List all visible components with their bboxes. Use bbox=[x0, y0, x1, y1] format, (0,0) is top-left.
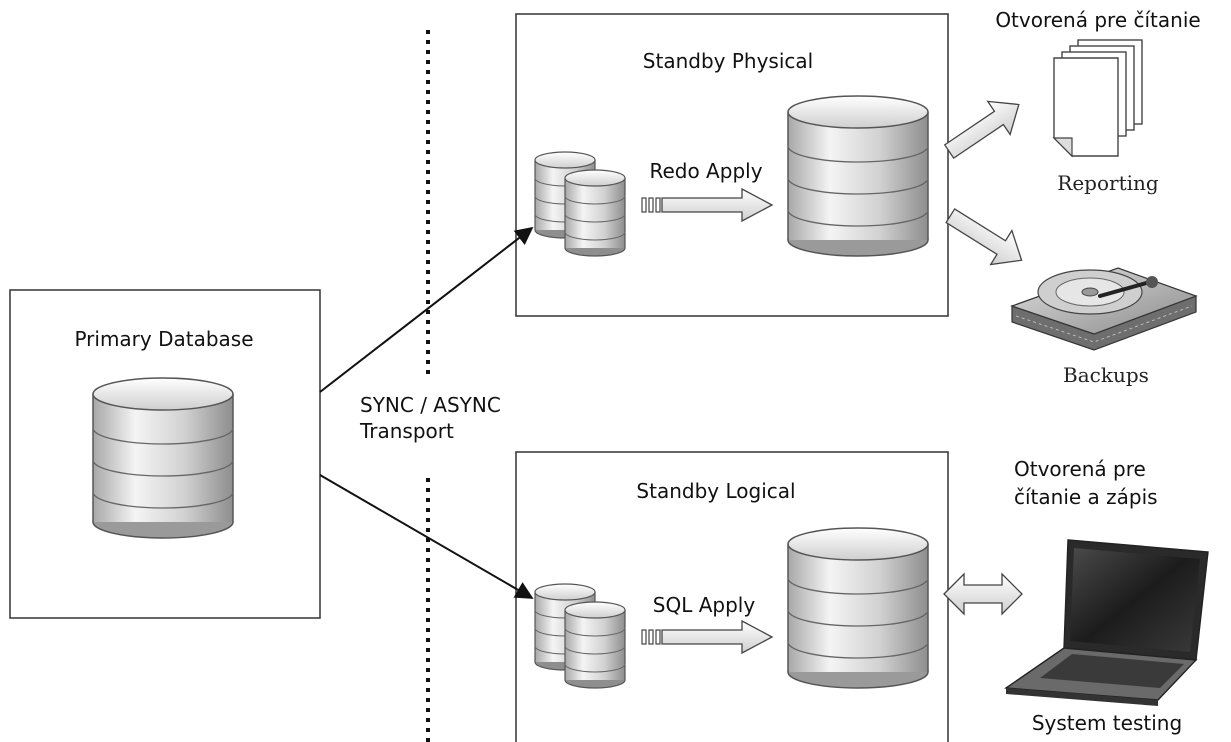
transport-label-line2: Transport bbox=[359, 419, 454, 443]
physical-redo-log-icon-2 bbox=[564, 169, 626, 257]
reporting-label: Reporting bbox=[1057, 171, 1159, 195]
arrow-to-reporting bbox=[943, 100, 1020, 160]
standby-logical-database-icon bbox=[787, 527, 929, 689]
transport-label-line1: SYNC / ASYNC bbox=[360, 393, 501, 417]
read-write-label-line1: Otvorená pre bbox=[1014, 457, 1146, 481]
arrow-to-backups bbox=[945, 208, 1023, 266]
system-testing-label: System testing bbox=[1032, 711, 1182, 735]
transport-arrow-logical bbox=[319, 474, 534, 599]
transport-arrow-physical bbox=[319, 226, 534, 393]
laptop-icon bbox=[1003, 539, 1209, 706]
redo-apply-label: Redo Apply bbox=[649, 159, 762, 183]
standby-physical-title: Standby Physical bbox=[643, 49, 813, 73]
documents-icon bbox=[1052, 39, 1143, 158]
primary-database-icon bbox=[92, 377, 234, 539]
standby-physical-database-icon bbox=[787, 95, 929, 257]
read-write-label-line2: čítanie a zápis bbox=[1014, 485, 1158, 509]
hard-drive-icon bbox=[1010, 267, 1198, 351]
arrow-to-testing bbox=[943, 572, 1023, 616]
read-only-label: Otvorená pre čítanie bbox=[995, 8, 1200, 32]
backups-label: Backups bbox=[1063, 363, 1149, 387]
logical-redo-log-icon-2 bbox=[564, 601, 626, 689]
primary-title: Primary Database bbox=[74, 327, 253, 351]
primary-box bbox=[9, 289, 321, 619]
sql-apply-label: SQL Apply bbox=[653, 593, 756, 617]
standby-logical-title: Standby Logical bbox=[636, 479, 795, 503]
